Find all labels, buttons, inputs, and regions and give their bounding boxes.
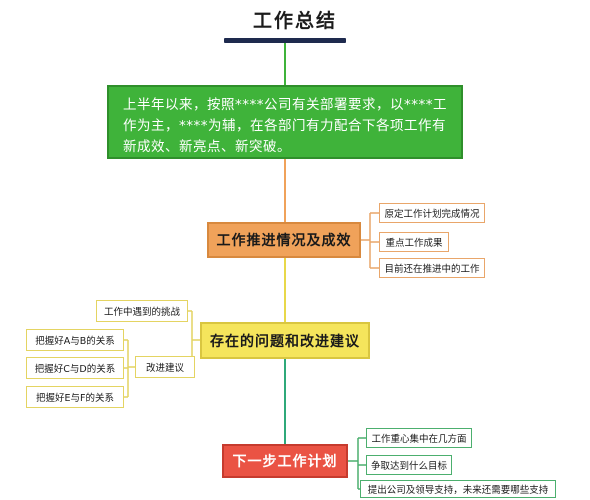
- leaf-cd-relation: 把握好C与D的关系: [26, 357, 124, 379]
- leaf-ongoing-work: 目前还在推进中的工作: [379, 258, 485, 278]
- suggestion-connector: [124, 339, 135, 398]
- leaf-plan-completion: 原定工作计划完成情况: [379, 203, 485, 223]
- branch-issues-node: 存在的问题和改进建议: [200, 322, 370, 359]
- leaf-support-needed: 提出公司及领导支持，未来还需要哪些支持: [360, 480, 556, 498]
- leaf-key-results: 重点工作成果: [379, 232, 449, 252]
- leaf-ab-relation: 把握好A与B的关系: [26, 329, 124, 351]
- branch2-connector: [188, 310, 200, 368]
- leaf-suggestions: 改进建议: [135, 356, 195, 378]
- branch-progress-node: 工作推进情况及成效: [207, 222, 361, 258]
- branch-next-plan-node: 下一步工作计划: [222, 444, 348, 478]
- title-underline: [224, 38, 346, 43]
- page-title: 工作总结: [252, 10, 337, 32]
- branch1-connector: [361, 212, 379, 269]
- leaf-challenges: 工作中遇到的挑战: [96, 300, 188, 322]
- leaf-ef-relation: 把握好E与F的关系: [26, 386, 124, 408]
- leaf-focus-areas: 工作重心集中在几方面: [366, 428, 472, 448]
- branch3-connector: [348, 437, 366, 490]
- leaf-targets: 争取达到什么目标: [366, 455, 452, 475]
- intro-node: 上半年以来，按照****公司有关部署要求，以****工作为主，****为辅，在各…: [107, 85, 463, 159]
